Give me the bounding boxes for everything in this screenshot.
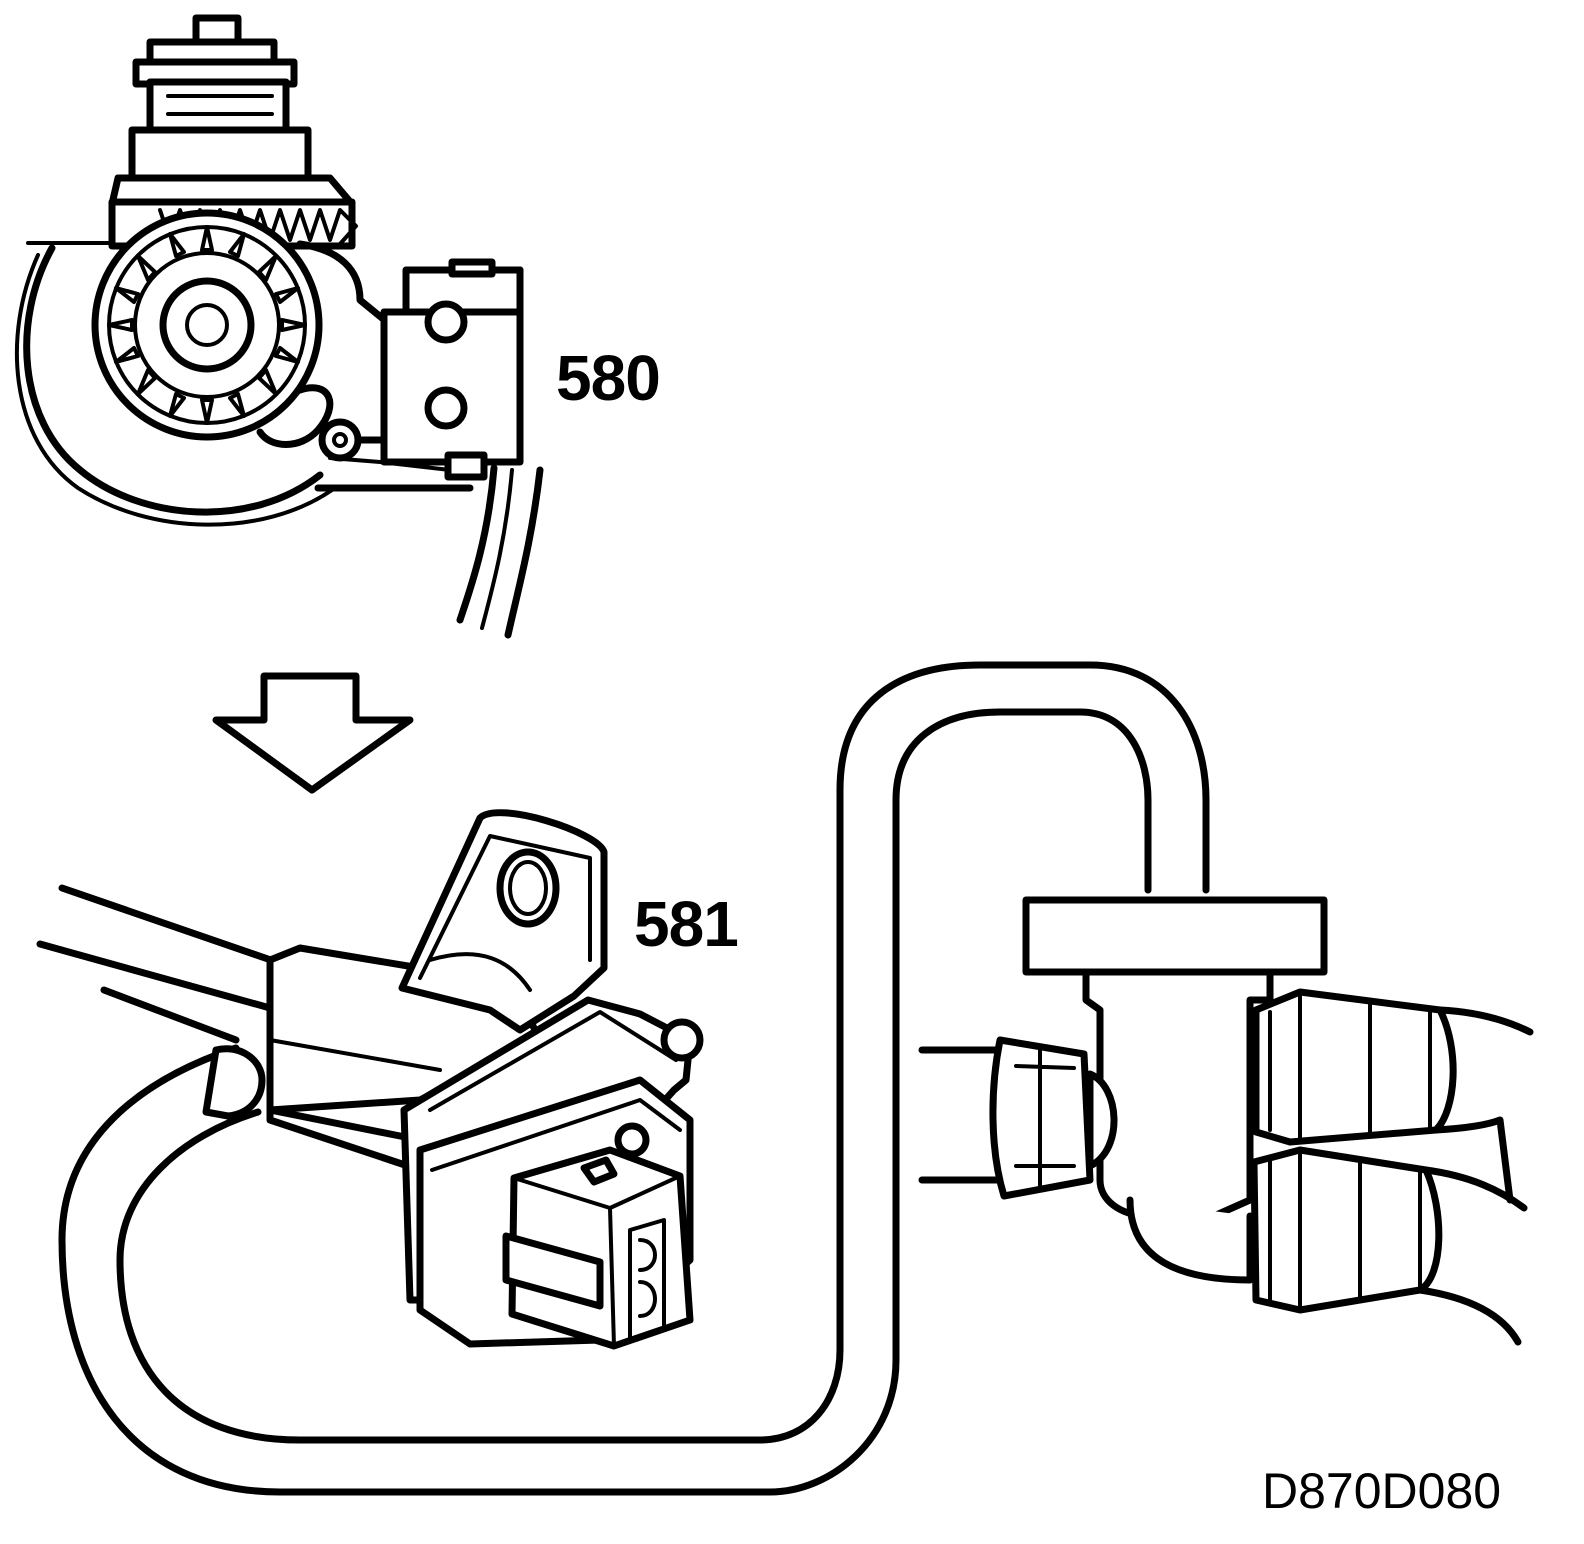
down-arrow [212, 672, 414, 794]
figure-code: D870D080 [1262, 1463, 1502, 1519]
part-number-label-top: 580 [556, 342, 661, 414]
old-valve-assembly [15, 14, 544, 639]
new-valve-assembly [36, 661, 1534, 1496]
part-number-label-bottom: 581 [634, 888, 739, 960]
